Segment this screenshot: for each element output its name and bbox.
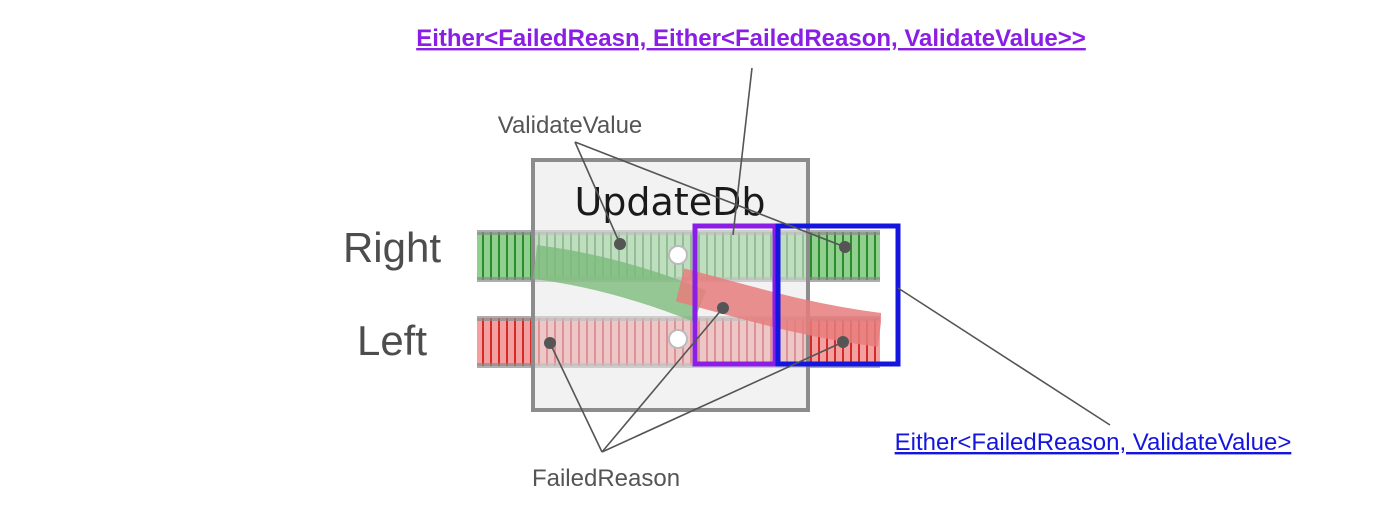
right-track-label: Right [343, 224, 441, 271]
purple-highlight-box [692, 223, 778, 367]
junction-left [668, 329, 688, 349]
failed-reason-label: FailedReason [532, 465, 680, 492]
junction-right [668, 245, 688, 265]
blue-highlight-box [775, 223, 901, 367]
pointer-dots [544, 238, 851, 349]
blue-box-white-fill [881, 229, 895, 361]
leader-lines [549, 67, 1111, 453]
either-simple-link[interactable]: Either<FailedReason, ValidateValue> [895, 429, 1292, 456]
either-nested-link[interactable]: Either<FailedReasn, Either<FailedReason,… [416, 25, 1086, 52]
left-track-label: Left [357, 317, 427, 364]
box-title: UpdateDb [574, 180, 765, 224]
validate-value-label: ValidateValue [498, 112, 643, 139]
